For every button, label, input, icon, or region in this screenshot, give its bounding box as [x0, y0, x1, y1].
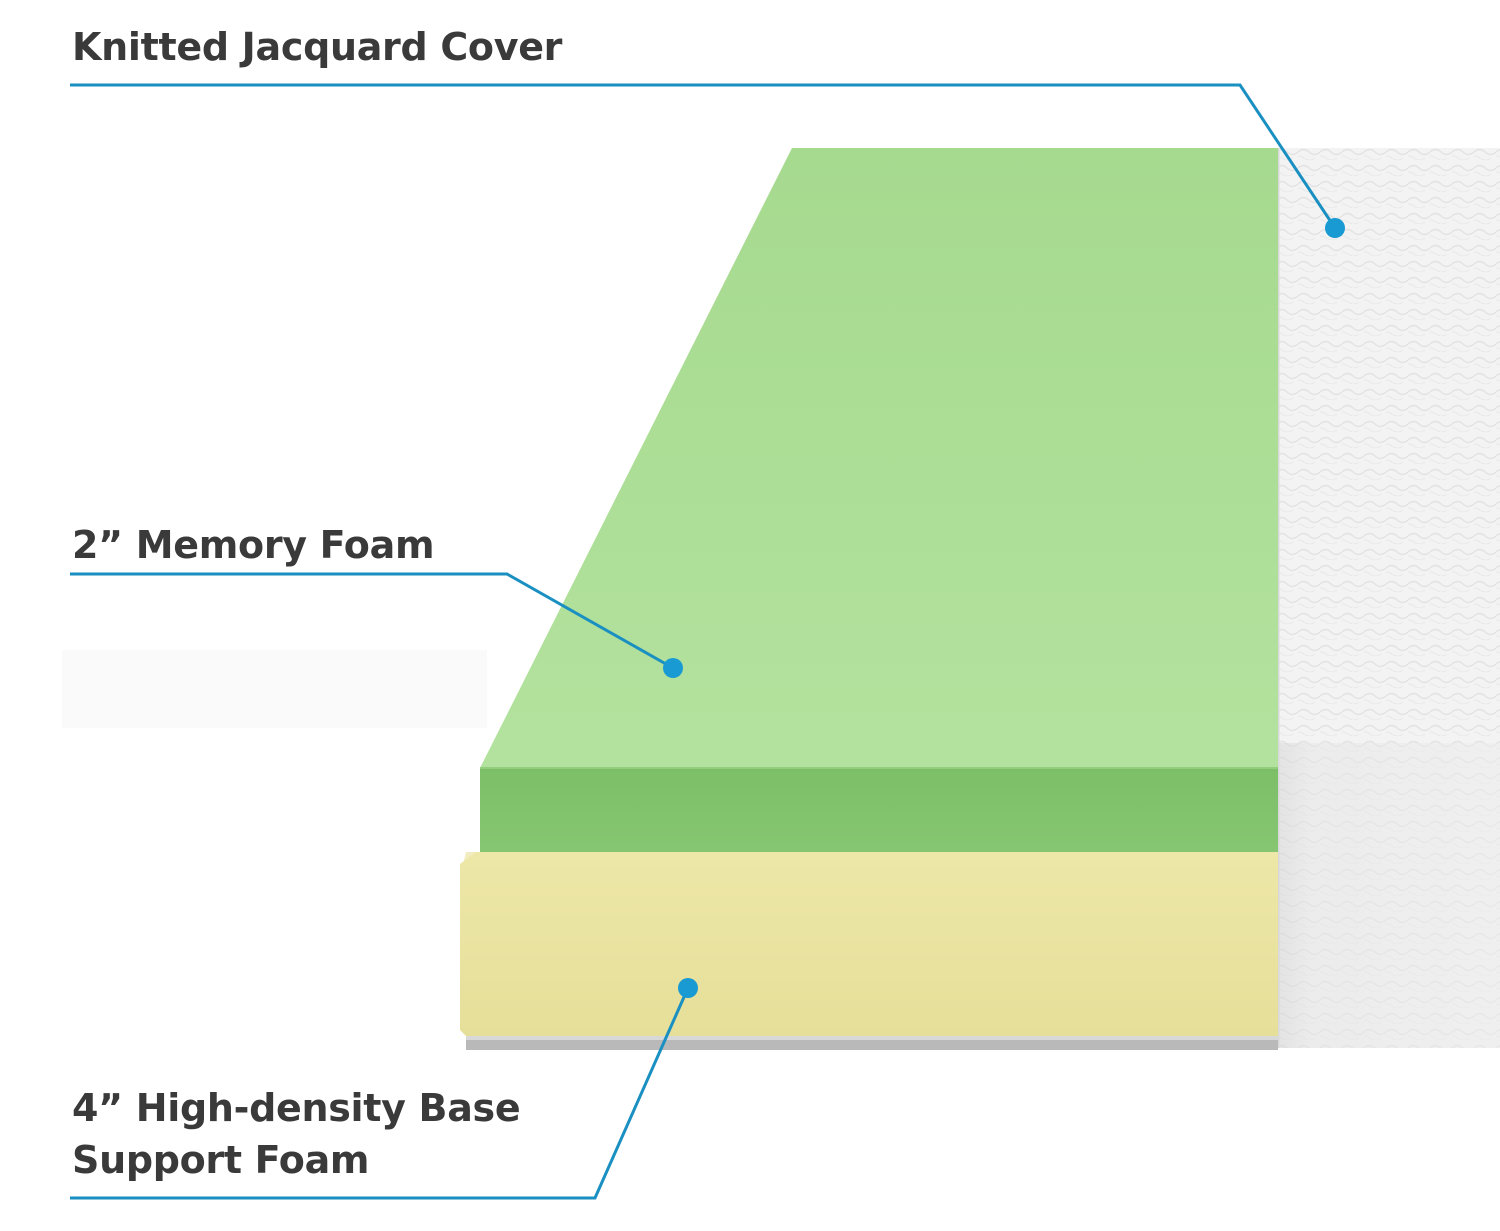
cover-top-face: [1278, 148, 1500, 743]
memory-foam-front-face: [480, 768, 1278, 852]
base-foam-marker-dot: [678, 978, 698, 998]
base-foam-bottom-highlight: [466, 1036, 1278, 1040]
base-foam-label: 4” High-density Base Support Foam: [72, 1083, 521, 1186]
base-foam-label-line-2: Support Foam: [72, 1137, 370, 1182]
base-foam-label-line-1: 4” High-density Base: [72, 1086, 521, 1130]
cover-label-line: Knitted Jacquard Cover: [72, 25, 563, 69]
memory-foam-top-face: [480, 148, 1278, 768]
memory-foam-layer: [480, 148, 1278, 852]
cover-side-texture: [1278, 743, 1500, 1048]
memory-foam-label-line: 2” Memory Foam: [72, 523, 435, 567]
leader-lines: [70, 83, 1337, 1200]
cover-leader-line: [70, 83, 1337, 229]
base-foam-front-face: [460, 852, 1278, 1036]
memory-foam-label: 2” Memory Foam: [72, 520, 435, 572]
base-foam-leader-line: [70, 987, 690, 1200]
base-foam-layer: [460, 852, 1278, 1050]
markers: [663, 218, 1345, 998]
cover-marker-dot: [1325, 218, 1345, 238]
memory-foam-marker-dot: [663, 658, 683, 678]
cover-label: Knitted Jacquard Cover: [72, 22, 562, 74]
memory-foam-leader-line: [70, 572, 674, 670]
cover-layer: [1276, 148, 1500, 1048]
background-patch: [62, 650, 487, 728]
